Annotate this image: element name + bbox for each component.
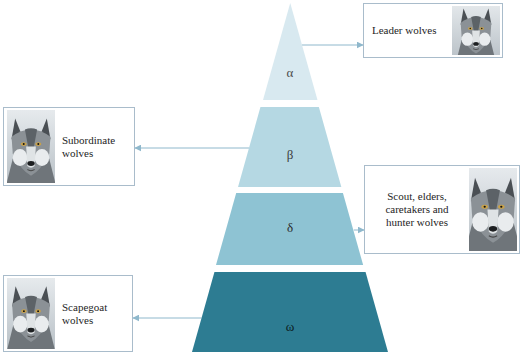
band-label-group: α xyxy=(263,65,317,81)
hierarchy-band: ω xyxy=(192,272,388,352)
connector-arrow xyxy=(135,148,249,149)
rank-letter: α xyxy=(263,65,317,81)
callout-box: Subordinate wolves xyxy=(3,107,135,186)
connector-arrow xyxy=(302,45,363,46)
band-label-group: δ xyxy=(216,220,363,236)
callout-text-group: Leader wolves xyxy=(372,24,444,37)
rank-letter: β xyxy=(238,147,341,163)
callout-box: Leader wolves xyxy=(363,3,503,58)
rank-letter: δ xyxy=(216,220,363,236)
band-shape xyxy=(192,272,388,352)
role-label: Subordinate wolves xyxy=(62,134,124,160)
wolf-photo xyxy=(1,278,60,349)
callout-box: Scout, elders, caretakers and hunter wol… xyxy=(364,165,520,254)
callout-box: Scapegoat wolves xyxy=(3,275,133,352)
hierarchy-band: α xyxy=(263,3,317,100)
band-shape xyxy=(263,3,317,100)
callout-text-group: Scapegoat wolves xyxy=(62,301,120,327)
callout-text-group: Scout, elders, caretakers and hunter wol… xyxy=(373,190,461,229)
band-label-group: β xyxy=(238,147,341,163)
wolf-photo xyxy=(458,168,524,251)
hierarchy-band: δ xyxy=(216,193,363,265)
wolf-photo xyxy=(1,110,62,183)
role-label: Scapegoat wolves xyxy=(62,301,120,327)
role-label: Leader wolves xyxy=(372,24,444,37)
wolf-photo xyxy=(452,2,500,60)
hierarchy-band: β xyxy=(238,107,341,187)
connector-arrow xyxy=(133,318,202,319)
callout-text-group: Subordinate wolves xyxy=(62,134,124,160)
role-label: Scout, elders, caretakers and hunter wol… xyxy=(373,190,461,229)
connector-arrow xyxy=(354,230,364,231)
rank-letter: ω xyxy=(192,319,388,335)
band-label-group: ω xyxy=(192,319,388,335)
